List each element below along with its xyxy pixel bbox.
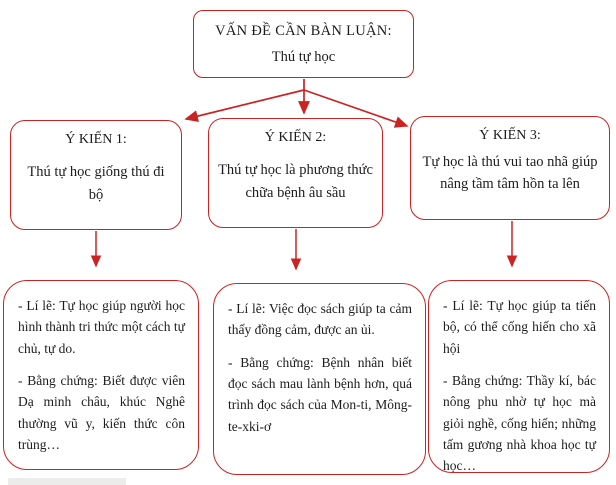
opinion-1-heading: Ý KIẾN 1:: [65, 132, 127, 147]
detail-3-reason: - Lí lẽ: Tự học giúp ta tiến bộ, có thể …: [443, 298, 596, 356]
detail-2-evidence: - Bằng chứng: Bệnh nhân biết đọc sách ma…: [228, 354, 412, 434]
root-subtitle: Thú tự học: [271, 48, 336, 65]
detail-3-evidence: - Bằng chứng: Thầy kí, bác nông phu nhờ …: [443, 372, 596, 474]
detail-1-reason: - Lí lẽ: Tự học giúp người học hình thàn…: [18, 298, 185, 356]
opinion-1-claim: Thú tự học giống thú đi bộ: [27, 164, 165, 204]
opinion-1-box: Ý KIẾN 1: Thú tự học giống thú đi bộ: [10, 120, 182, 230]
root-box: VẤN ĐỀ CẦN BÀN LUẬN: Thú tự học: [193, 10, 414, 78]
detail-2-box: - Lí lẽ: Việc đọc sách giúp ta cảm thấy …: [213, 283, 426, 475]
opinion-3-heading: Ý KIẾN 3:: [479, 128, 541, 143]
detail-2-reason: - Lí lẽ: Việc đọc sách giúp ta cảm thấy …: [228, 301, 412, 338]
detail-1-evidence: - Bằng chứng: Biết được viên Dạ minh châ…: [18, 372, 185, 452]
bottom-edge-artifact: [8, 478, 126, 485]
opinion-3-box: Ý KIẾN 3: Tự học là thú vui tao nhã giúp…: [410, 116, 610, 220]
opinion-2-box: Ý KIẾN 2: Thú tự học là phương thức chữa…: [208, 118, 383, 228]
root-title: VẤN ĐỀ CẦN BÀN LUẬN:: [215, 22, 392, 39]
detail-3-box: - Lí lẽ: Tự học giúp ta tiến bộ, có thể …: [428, 280, 610, 473]
detail-1-box: - Lí lẽ: Tự học giúp người học hình thàn…: [3, 280, 199, 470]
opinion-2-claim: Thú tự học là phương thức chữa bệnh âu s…: [218, 162, 373, 202]
opinion-3-claim: Tự học là thú vui tao nhã giúp nâng tầm …: [422, 154, 598, 192]
opinion-2-heading: Ý KIẾN 2:: [264, 130, 327, 145]
arrow-root-to-opinion-1: [184, 89, 305, 122]
